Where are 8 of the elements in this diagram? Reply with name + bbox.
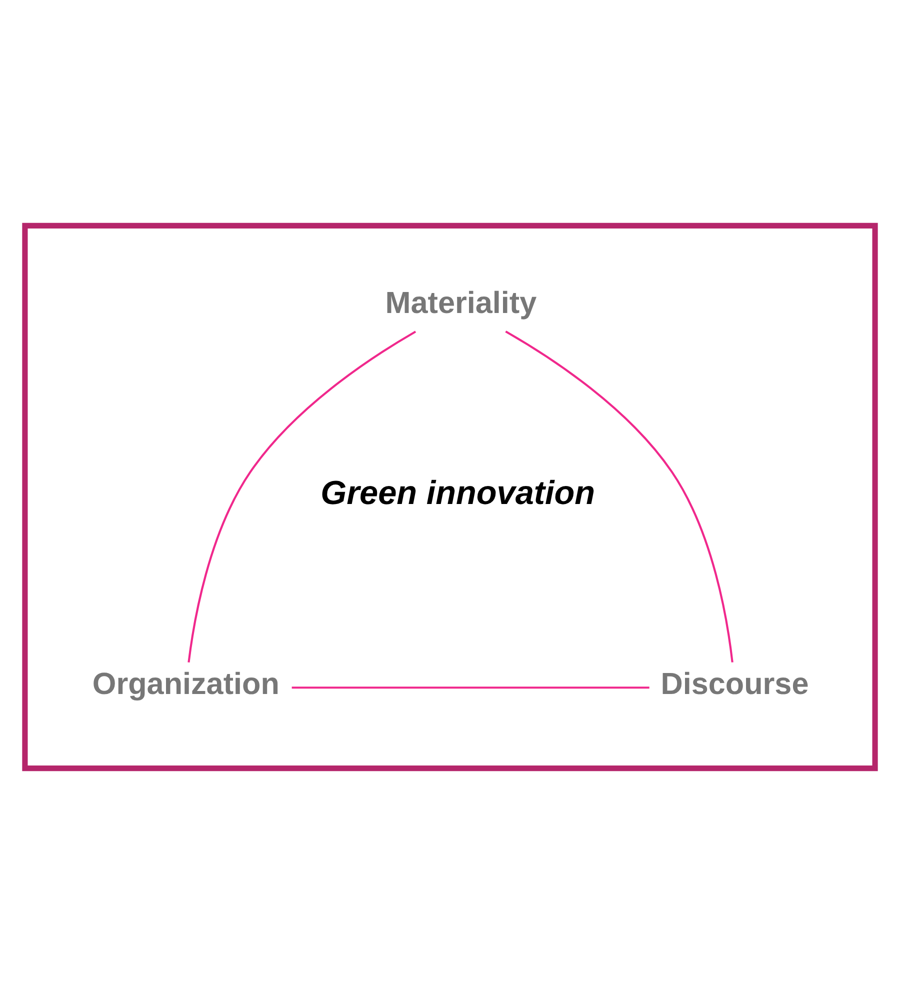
connector	[292, 686, 650, 689]
node-text: Materiality	[385, 286, 537, 320]
connector	[505, 330, 734, 662]
label: Green innovation	[320, 475, 596, 512]
cluster	[22, 222, 878, 772]
connector	[188, 330, 416, 662]
node-text: Discourse	[660, 667, 809, 702]
node-text: Organization	[92, 667, 280, 702]
